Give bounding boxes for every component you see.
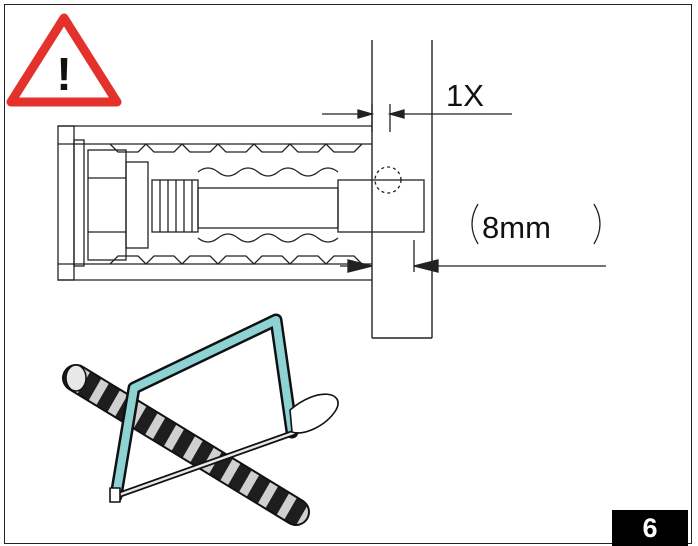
hacksaw-icon xyxy=(109,313,339,503)
dimension-1x-label: 1X xyxy=(446,78,484,113)
warning-symbol: ! xyxy=(56,48,71,100)
wall-section xyxy=(371,40,433,339)
rebar-icon xyxy=(62,364,310,526)
step-number-badge: 6 xyxy=(612,510,688,546)
dimension-8mm: 8mm xyxy=(340,203,606,273)
dimension-1x: 1X xyxy=(322,78,512,132)
dimension-8mm-label: 8mm xyxy=(482,210,551,245)
warning-triangle-icon: ! xyxy=(6,13,122,107)
anchor-body xyxy=(57,125,425,281)
